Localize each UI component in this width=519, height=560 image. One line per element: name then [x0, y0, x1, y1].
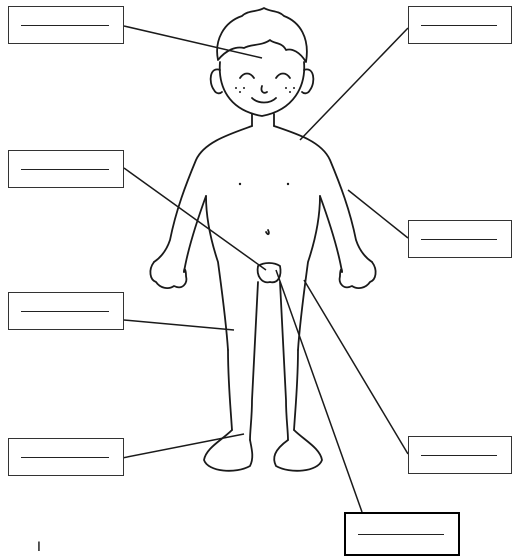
left-inner-arm [184, 196, 206, 272]
navel [266, 230, 269, 234]
torso-right [298, 196, 320, 350]
label-box-head[interactable] [8, 6, 124, 44]
left-foot [204, 430, 252, 471]
answer-line [421, 239, 497, 240]
leader-lines [112, 26, 408, 512]
label-box-leg[interactable] [344, 512, 460, 556]
label-box-thigh[interactable] [8, 292, 124, 330]
label-box-arm[interactable] [408, 220, 512, 258]
left-arm-outline [154, 126, 252, 262]
right-foot [274, 430, 322, 471]
right-inner-arm [320, 196, 342, 272]
stray-mark: I [37, 538, 41, 554]
right-leg-inner [280, 282, 288, 440]
label-box-hand[interactable] [408, 436, 512, 474]
left-leg-inner [250, 282, 258, 440]
answer-line [421, 455, 497, 456]
label-box-shoulder[interactable] [408, 6, 512, 44]
answer-line [21, 311, 109, 312]
answer-line [21, 25, 109, 26]
left-hand [150, 262, 186, 288]
nose [261, 86, 267, 93]
label-box-navel[interactable] [8, 150, 124, 188]
mouth [252, 98, 276, 103]
answer-line [358, 534, 444, 535]
right-arm-outline [274, 126, 372, 262]
answer-line [21, 169, 109, 170]
left-leg-outer [228, 350, 232, 430]
right-leg-outer [294, 350, 298, 430]
left-eye [240, 74, 254, 79]
answer-line [421, 25, 497, 26]
label-box-foot[interactable] [8, 438, 124, 476]
torso-left [206, 196, 228, 350]
right-eye [276, 74, 290, 79]
answer-line [21, 457, 109, 458]
right-hand [340, 262, 376, 288]
hair [217, 8, 307, 62]
